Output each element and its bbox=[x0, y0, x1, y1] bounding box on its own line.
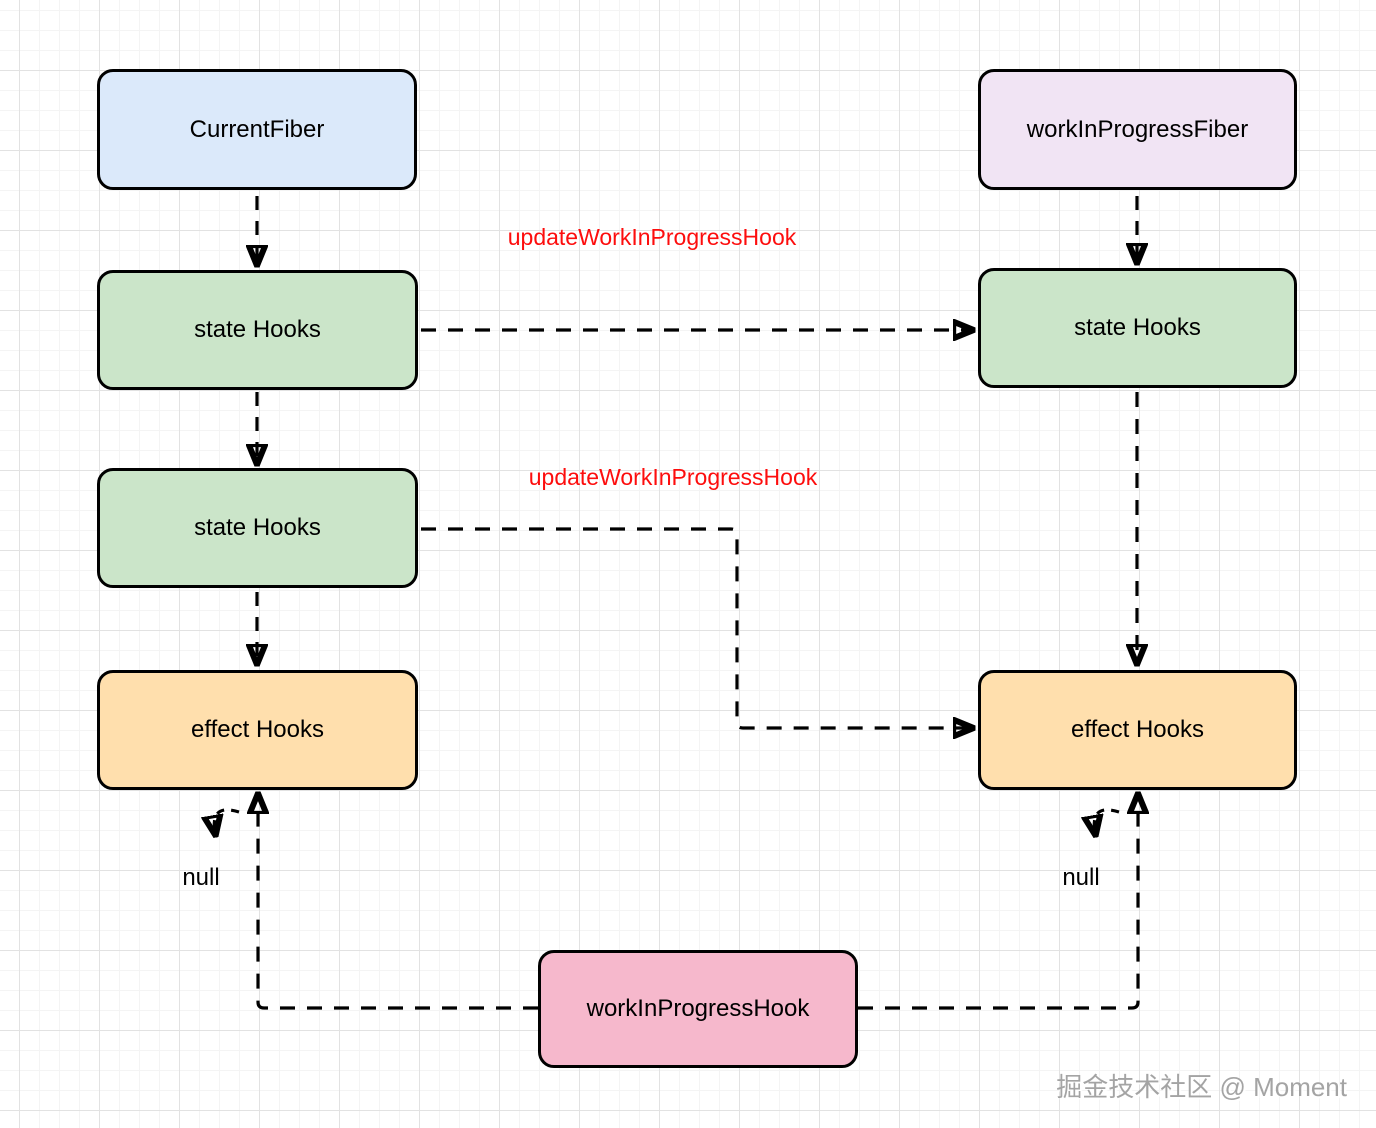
node-effect-hooks-right: effect Hooks bbox=[978, 670, 1297, 790]
edge-label-update-work-in-progress-hook-middle: updateWorkInProgressHook bbox=[528, 464, 818, 490]
node-label: CurrentFiber bbox=[189, 115, 325, 143]
node-label: state Hooks bbox=[194, 316, 321, 343]
node-state-hooks-left-1: state Hooks bbox=[97, 270, 418, 390]
node-label: state Hooks bbox=[1074, 314, 1201, 341]
null-label-left: null bbox=[182, 864, 220, 891]
node-state-hooks-right: state Hooks bbox=[978, 268, 1297, 388]
node-label: workInProgressFiber bbox=[1026, 115, 1249, 143]
node-label: effect Hooks bbox=[1071, 716, 1204, 743]
edge-wip-hook-to-effect-hooks-right bbox=[858, 797, 1138, 1010]
edge-null-pointer-left bbox=[214, 808, 240, 832]
watermark: 掘金技术社区 @ Moment bbox=[1056, 1072, 1347, 1102]
node-state-hooks-left-2: state Hooks bbox=[97, 468, 418, 588]
node-current-fiber: CurrentFiber bbox=[97, 69, 417, 190]
node-label: effect Hooks bbox=[191, 716, 324, 743]
edge-wip-hook-to-effect-hooks-left bbox=[258, 797, 538, 1010]
node-label: workInProgressHook bbox=[586, 995, 810, 1022]
node-label: state Hooks bbox=[194, 514, 321, 541]
null-label-right: null bbox=[1062, 864, 1100, 891]
node-effect-hooks-left: effect Hooks bbox=[97, 670, 418, 790]
edge-null-pointer-right bbox=[1094, 808, 1120, 832]
edge-label-update-work-in-progress-hook-top: updateWorkInProgressHook bbox=[507, 224, 797, 250]
node-work-in-progress-hook: workInProgressHook bbox=[538, 950, 858, 1068]
edge-state-hooks-left2-to-effect-hooks-right bbox=[421, 527, 970, 728]
node-work-in-progress-fiber: workInProgressFiber bbox=[978, 69, 1297, 190]
